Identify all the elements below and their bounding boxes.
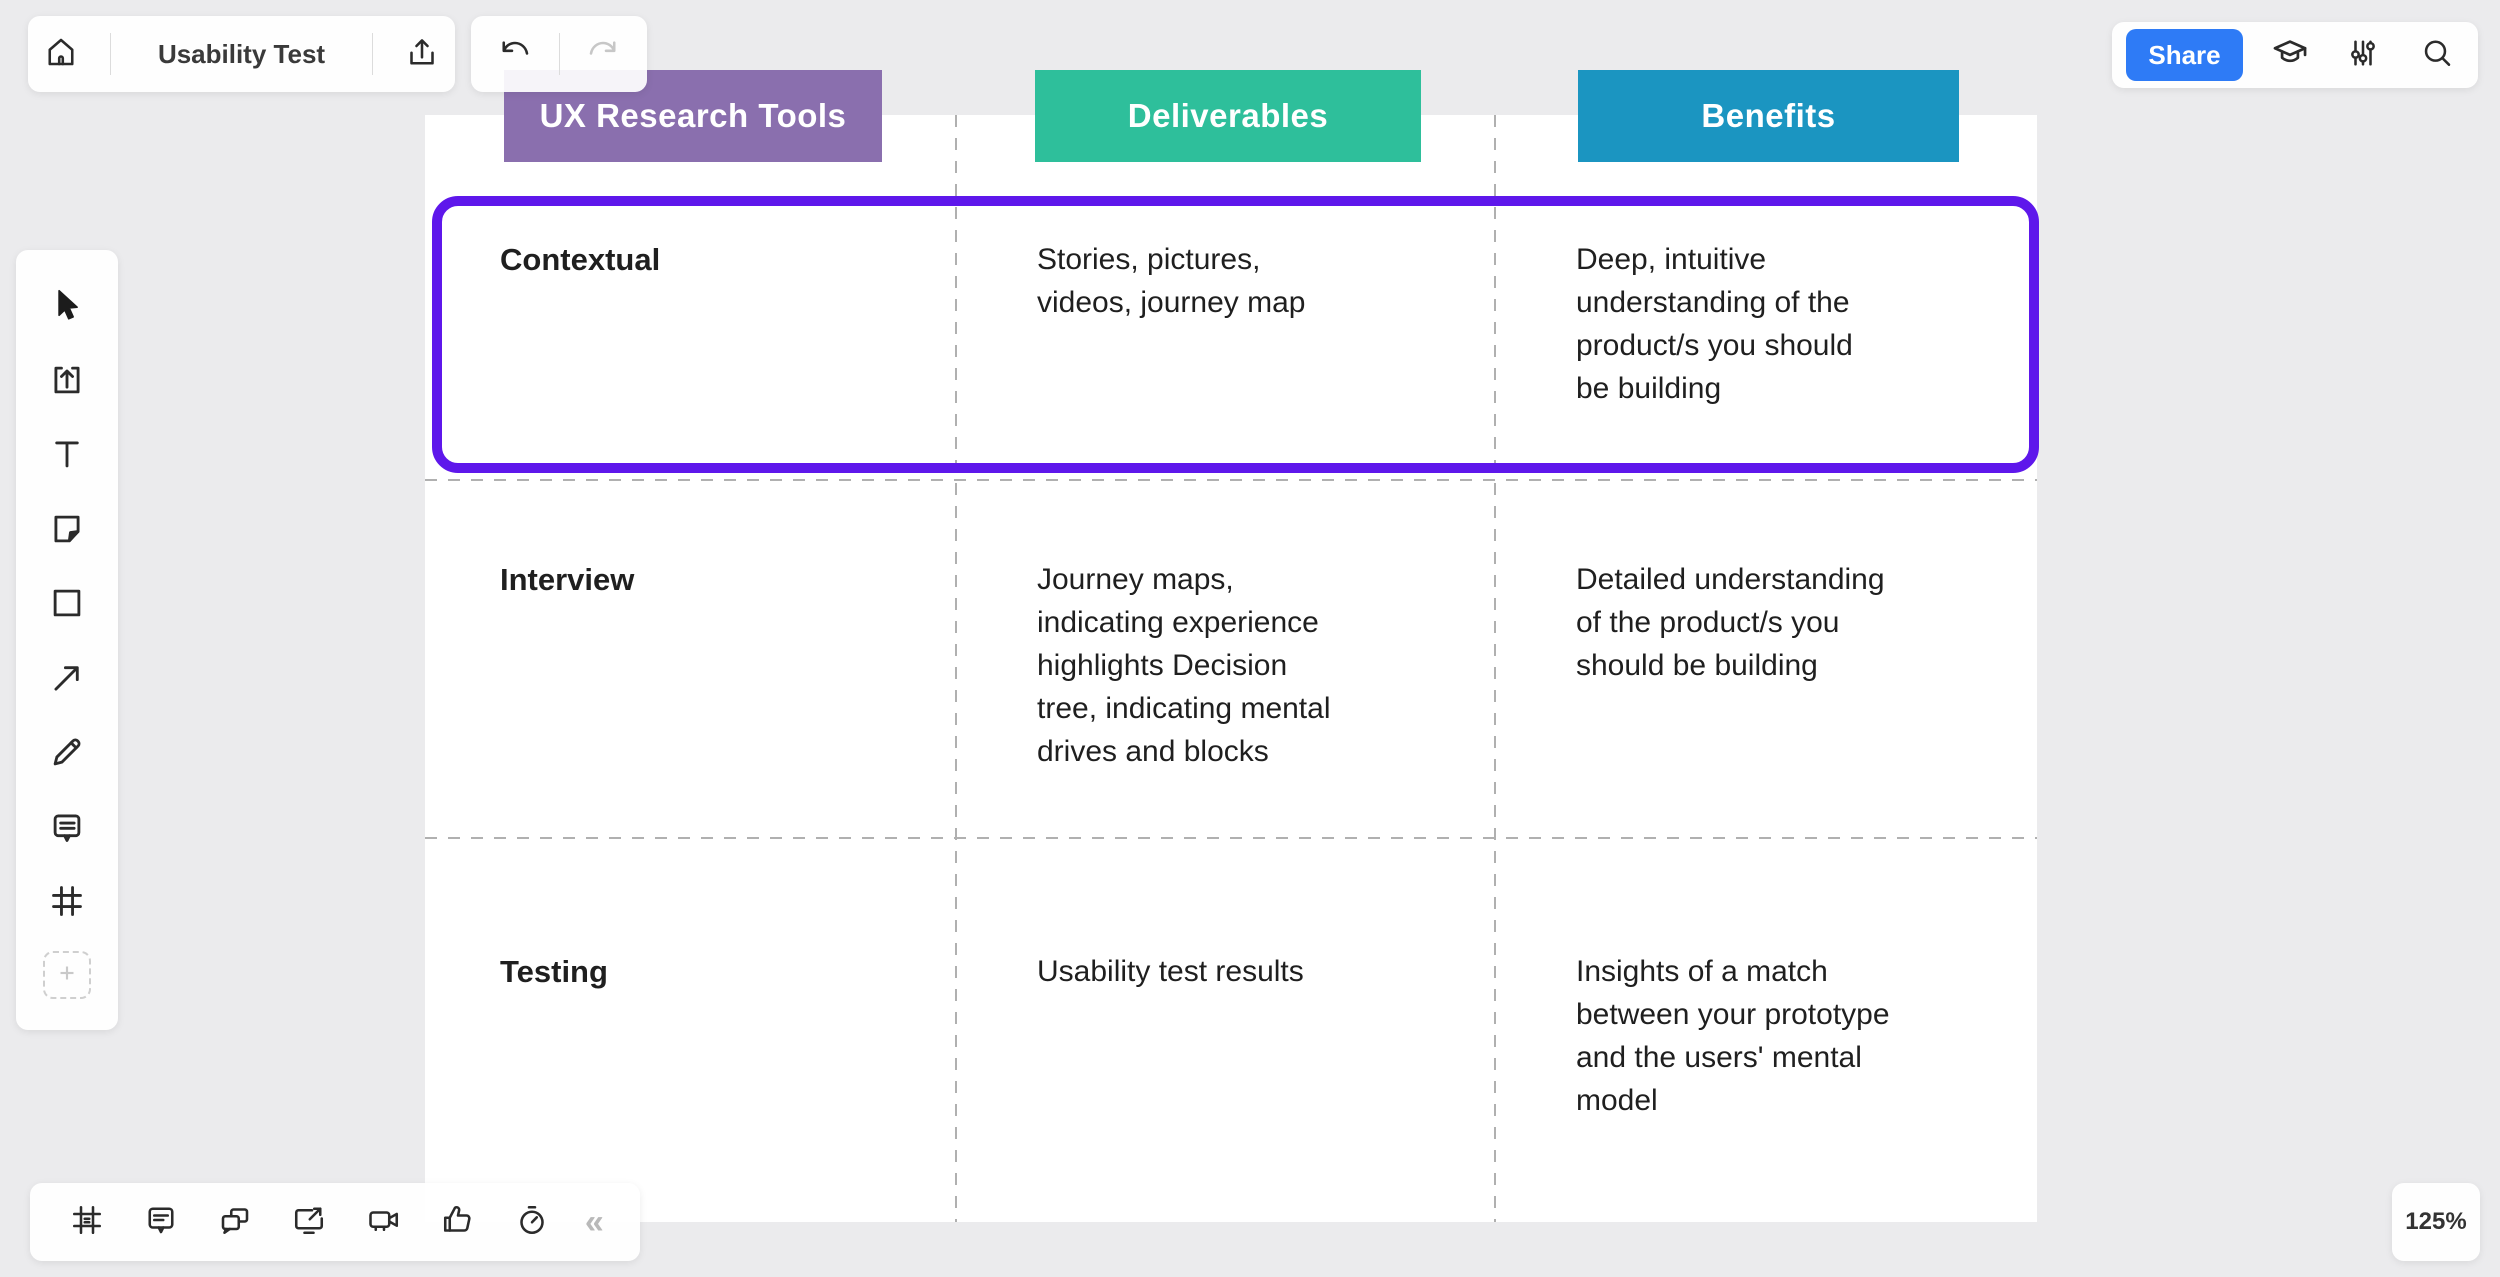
learning-center-button[interactable]: [2263, 28, 2317, 82]
text-icon: [48, 435, 86, 478]
home-button[interactable]: [34, 27, 88, 81]
chat-icon: [217, 1202, 253, 1243]
redo-icon: [585, 34, 621, 75]
selection-outline[interactable]: [432, 196, 2039, 473]
table-cell-tool[interactable]: Interview: [500, 562, 635, 597]
undo-button[interactable]: [488, 27, 542, 81]
frame-icon: [48, 882, 86, 925]
video-call-button[interactable]: [357, 1195, 411, 1249]
pen-tool-button[interactable]: [40, 728, 94, 782]
share-button[interactable]: Share: [2126, 29, 2243, 81]
text-tool-button[interactable]: [40, 430, 94, 484]
history-toolbar: [471, 16, 647, 92]
select-tool-button[interactable]: [40, 281, 94, 335]
comment-tool-button[interactable]: [40, 802, 94, 856]
column-divider: [955, 115, 957, 1222]
row-divider: [425, 479, 2037, 481]
board-title[interactable]: Usability Test: [157, 38, 326, 69]
table-header-deliverables[interactable]: Deliverables: [1035, 70, 1421, 162]
frames-panel-button[interactable]: [60, 1195, 114, 1249]
chat-button[interactable]: [208, 1195, 262, 1249]
comments-list-icon: [143, 1202, 179, 1243]
upload-tool-button[interactable]: [40, 355, 94, 409]
arrow-icon: [48, 659, 86, 702]
table-cell-benefits[interactable]: Detailed understanding of the product/s …: [1576, 563, 1885, 682]
reactions-button[interactable]: [431, 1195, 485, 1249]
zoom-level: 125%: [2405, 1208, 2467, 1235]
square-icon: [48, 584, 86, 627]
shape-tool-button[interactable]: [40, 579, 94, 633]
row-divider: [425, 837, 2037, 839]
settings-button[interactable]: [2336, 28, 2390, 82]
present-button[interactable]: [282, 1195, 336, 1249]
video-camera-icon: [366, 1202, 402, 1243]
pencil-icon: [48, 733, 86, 776]
thumbs-up-icon: [440, 1202, 476, 1243]
redo-button[interactable]: [576, 27, 630, 81]
table-cell-deliverables[interactable]: Journey maps, indicating experience high…: [1037, 563, 1331, 768]
table-cell-benefits[interactable]: Insights of a match between your prototy…: [1576, 955, 1890, 1117]
sticky-note-tool-button[interactable]: [40, 504, 94, 558]
search-button[interactable]: [2410, 28, 2464, 82]
divider: [558, 33, 560, 75]
table-cell-tool[interactable]: Testing: [500, 954, 608, 989]
home-icon: [43, 34, 79, 75]
sticky-note-icon: [48, 510, 86, 553]
sliders-icon: [2345, 35, 2381, 76]
frames-list-icon: [69, 1202, 105, 1243]
search-icon: [2419, 35, 2455, 76]
add-tool-button[interactable]: [43, 951, 91, 1000]
creation-toolbar: [16, 250, 118, 1030]
document-toolbar: Usability Test: [28, 16, 455, 92]
divider: [371, 33, 373, 75]
frame-tool-button[interactable]: [40, 877, 94, 931]
graduation-cap-icon: [2271, 34, 2309, 77]
bottom-toolbar: «: [30, 1183, 640, 1261]
upload-icon: [48, 361, 86, 404]
undo-icon: [497, 34, 533, 75]
comment-icon: [48, 808, 86, 851]
timer-button[interactable]: [505, 1195, 559, 1249]
export-button[interactable]: [395, 27, 449, 81]
table-cell-benefits[interactable]: Deep, intuitive understanding of the pro…: [1576, 243, 1853, 405]
plus-icon: [54, 960, 80, 991]
collapse-toolbar-button[interactable]: «: [584, 1202, 604, 1241]
share-screen-icon: [291, 1202, 327, 1243]
cursor-icon: [48, 286, 86, 329]
collaboration-toolbar: Share: [2112, 22, 2478, 88]
divider: [110, 33, 112, 75]
table-cell-deliverables[interactable]: Stories, pictures, videos, journey map: [1037, 243, 1306, 319]
comments-panel-button[interactable]: [134, 1195, 188, 1249]
timer-icon: [514, 1202, 550, 1243]
table-header-benefits[interactable]: Benefits: [1578, 70, 1959, 162]
zoom-indicator-card[interactable]: 125%: [2392, 1183, 2480, 1261]
connector-tool-button[interactable]: [40, 653, 94, 707]
column-divider: [1494, 115, 1496, 1222]
table-cell-deliverables[interactable]: Usability test results: [1037, 955, 1304, 988]
table-cell-tool[interactable]: Contextual: [500, 242, 661, 277]
board-canvas[interactable]: [425, 115, 2037, 1222]
export-icon: [404, 34, 440, 75]
